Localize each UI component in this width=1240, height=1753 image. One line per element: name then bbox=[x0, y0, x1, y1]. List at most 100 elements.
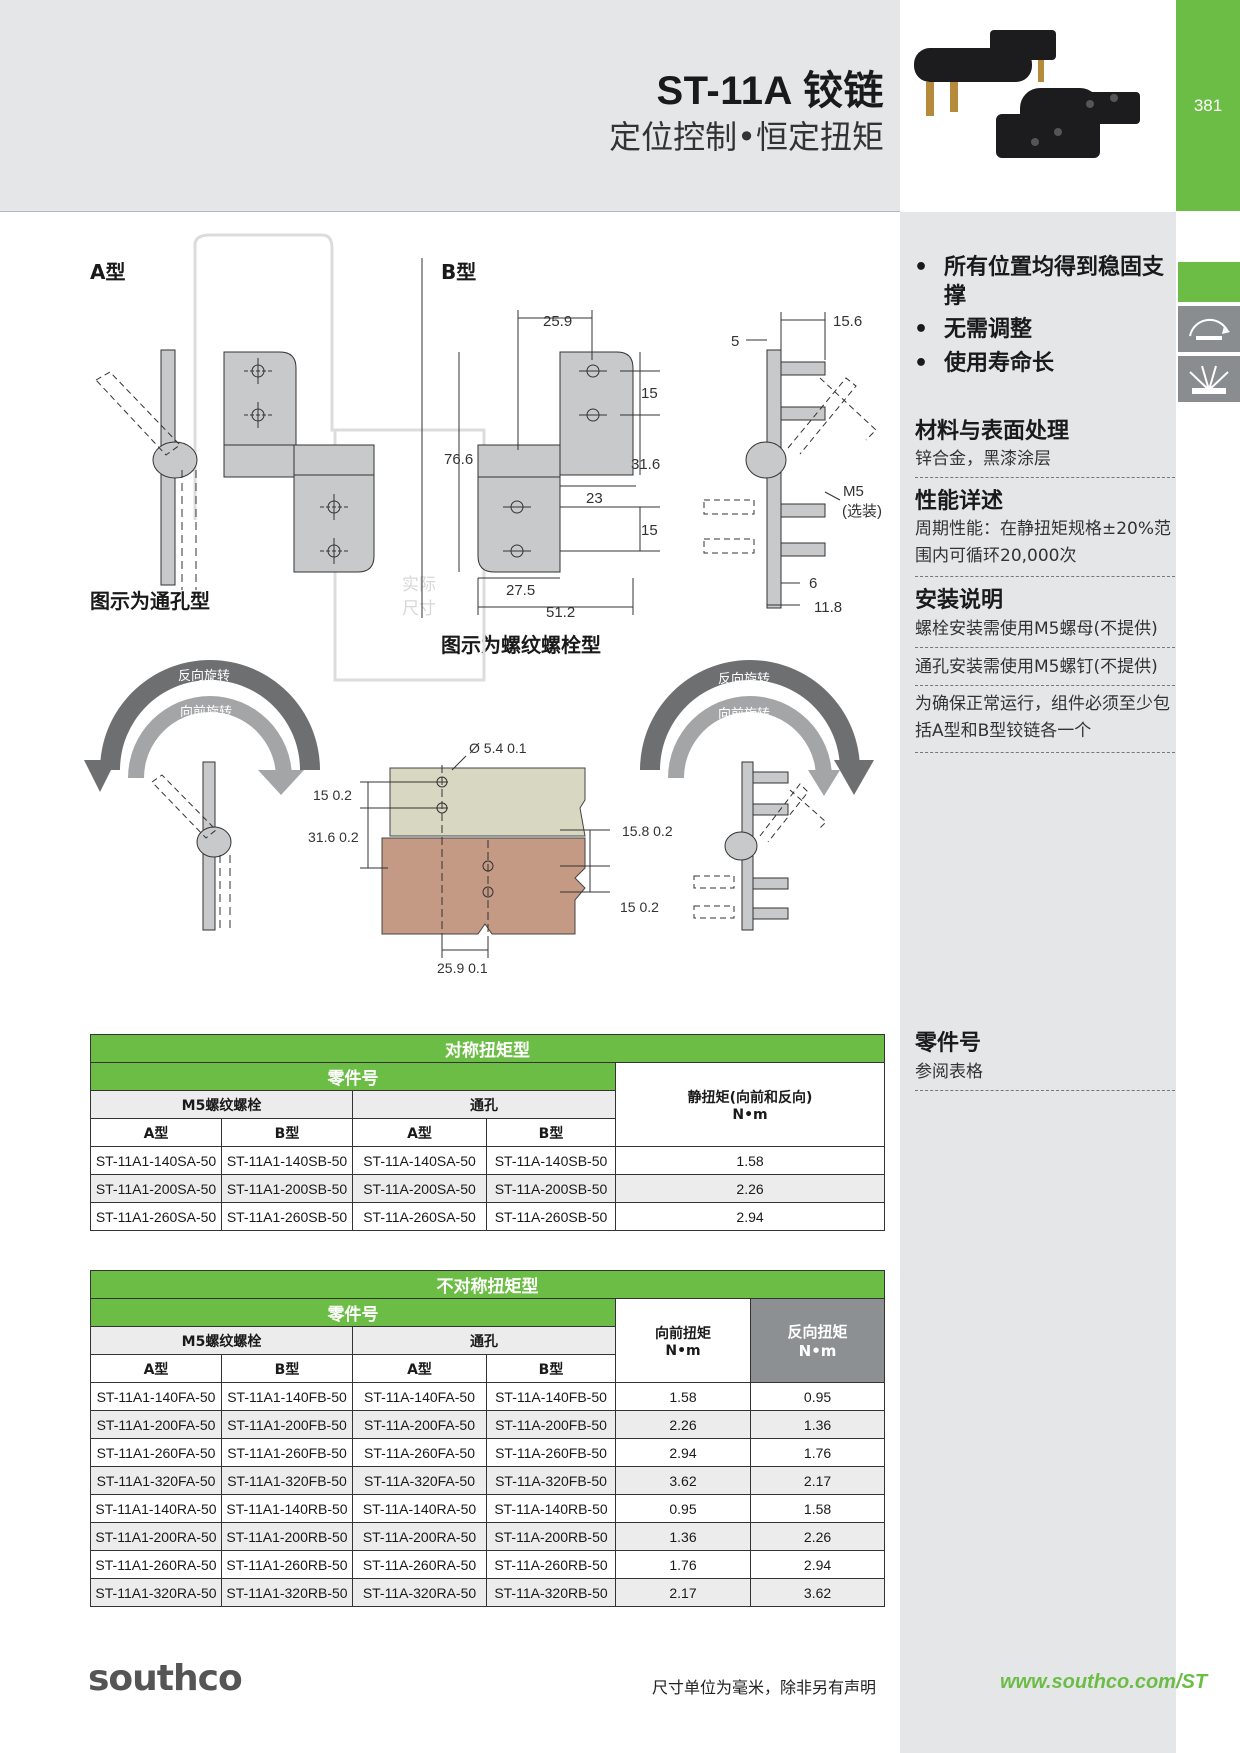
material-text: 锌合金，黑漆涂层 bbox=[915, 449, 1051, 469]
part-cell: ST-11A-200RB-50 bbox=[486, 1522, 616, 1551]
symmetric-torque-table: 对称扭矩型 零件号 静扭矩(向前和反向)N•m M5螺纹螺栓 通孔 A型 B型 … bbox=[89, 1034, 886, 1231]
dim-label: 15 bbox=[641, 522, 658, 539]
mounting-diagram: Ø 5.4 0.1 15 0.2 31.6 0.2 15.8 0.2 15 0.… bbox=[308, 740, 673, 976]
part-cell: ST-11A1-140SA-50 bbox=[90, 1146, 222, 1175]
divider bbox=[915, 647, 1175, 648]
part-cell: ST-11A-320FB-50 bbox=[486, 1466, 616, 1495]
footer-note: 尺寸单位为毫米，除非另有声明 bbox=[652, 1678, 877, 1697]
dim-label: 15 bbox=[641, 385, 658, 402]
torque-cell: 1.36 bbox=[615, 1522, 751, 1551]
dim-label: 25.9 bbox=[543, 313, 572, 330]
part-cell: ST-11A-140FB-50 bbox=[486, 1382, 616, 1411]
part-cell: ST-11A1-320RB-50 bbox=[221, 1578, 353, 1607]
col-b-header: B型 bbox=[221, 1118, 353, 1147]
thread-group-header: M5螺纹螺栓 bbox=[90, 1326, 353, 1355]
part-cell: ST-11A1-320FB-50 bbox=[221, 1466, 353, 1495]
dim-label: 23 bbox=[586, 490, 603, 507]
torque-cell: 2.94 bbox=[614, 1202, 886, 1231]
torque-cell: 2.26 bbox=[749, 1522, 886, 1551]
torque-tab[interactable] bbox=[1178, 356, 1240, 402]
part-cell: ST-11A1-260RB-50 bbox=[221, 1550, 353, 1579]
hinge-b-front-view: 25.9 15 76.6 31.6 23 15 27.5 51.2 bbox=[421, 258, 660, 621]
part-cell: ST-11A-260RB-50 bbox=[486, 1550, 616, 1579]
caption-through-hole: 图示为通孔型 bbox=[90, 589, 210, 613]
part-cell: ST-11A-200RA-50 bbox=[352, 1522, 487, 1551]
torque-cell: 3.62 bbox=[615, 1466, 751, 1495]
footer-url[interactable]: www.southco.com/ST bbox=[1000, 1671, 1208, 1693]
dim-label: 27.5 bbox=[506, 582, 535, 599]
part-cell: ST-11A1-260SB-50 bbox=[221, 1202, 353, 1231]
feature-item: •所有位置均得到稳固支撑 bbox=[914, 255, 1165, 309]
hinge-a-front-view bbox=[223, 351, 375, 573]
part-cell: ST-11A-140SB-50 bbox=[486, 1146, 616, 1175]
divider bbox=[915, 477, 1175, 478]
divider bbox=[915, 576, 1175, 577]
parts-heading: 零件号 bbox=[915, 1031, 982, 1056]
part-cell: ST-11A1-140RB-50 bbox=[221, 1494, 353, 1523]
side-panel bbox=[900, 212, 1176, 1753]
part-cell: ST-11A-260SA-50 bbox=[352, 1202, 487, 1231]
install-item: 为确保正常运行，组件必须至少包括A型和B型铰链各一个 bbox=[915, 694, 1170, 741]
part-cell: ST-11A-200FB-50 bbox=[486, 1410, 616, 1439]
hinge-photo-icon bbox=[914, 30, 1140, 158]
caption-threaded-stud: 图示为螺纹螺栓型 bbox=[441, 633, 601, 657]
part-cell: ST-11A1-200SA-50 bbox=[90, 1174, 222, 1203]
arrow-reverse-label: 反向旋转 bbox=[178, 668, 230, 683]
torque-header: 静扭矩(向前和反向)N•m bbox=[614, 1062, 886, 1147]
torque-cell: 2.26 bbox=[615, 1410, 751, 1439]
page-number: 381 bbox=[1193, 96, 1223, 115]
torque-cell: 0.95 bbox=[615, 1494, 751, 1523]
page-subtitle: 定位控制•恒定扭矩 bbox=[609, 118, 884, 156]
col-b-header: B型 bbox=[486, 1354, 616, 1383]
part-cell: ST-11A-320RB-50 bbox=[486, 1578, 616, 1607]
col-b-header: B型 bbox=[221, 1354, 353, 1383]
part-cell: ST-11A-200SB-50 bbox=[486, 1174, 616, 1203]
product-photo bbox=[900, 0, 1176, 211]
install-heading: 安装说明 bbox=[915, 588, 1004, 613]
rotation-tab[interactable] bbox=[1178, 306, 1240, 352]
dim-label: 15 0.2 bbox=[313, 787, 352, 803]
torque-cell: 1.58 bbox=[615, 1382, 751, 1411]
torque-cell: 2.94 bbox=[615, 1438, 751, 1467]
page-title: ST-11A 铰链 bbox=[656, 69, 884, 113]
torque-cell: 1.58 bbox=[614, 1146, 886, 1175]
part-cell: ST-11A-260SB-50 bbox=[486, 1202, 616, 1231]
torque-cell: 1.36 bbox=[749, 1410, 886, 1439]
dim-label: (选装) bbox=[842, 503, 882, 520]
part-cell: ST-11A1-320FA-50 bbox=[90, 1466, 222, 1495]
feature-item: •无需调整 bbox=[914, 317, 1033, 342]
torque-cell: 1.76 bbox=[615, 1550, 751, 1579]
part-cell: ST-11A1-200RA-50 bbox=[90, 1522, 222, 1551]
part-cell: ST-11A1-260SA-50 bbox=[90, 1202, 222, 1231]
part-cell: ST-11A-200FA-50 bbox=[352, 1410, 487, 1439]
type-b-label: B型 bbox=[441, 260, 477, 284]
torque-cell: 1.76 bbox=[749, 1438, 886, 1467]
part-cell: ST-11A-140RA-50 bbox=[352, 1494, 487, 1523]
torque-cell: 1.58 bbox=[749, 1494, 886, 1523]
col-a-header: A型 bbox=[90, 1354, 222, 1383]
torque-cell: 2.17 bbox=[749, 1466, 886, 1495]
category-tab[interactable] bbox=[1178, 262, 1240, 302]
dim-label: 31.6 0.2 bbox=[308, 829, 359, 845]
dim-label: 5 bbox=[731, 333, 739, 350]
feature-item: •使用寿命长 bbox=[914, 351, 1055, 376]
dim-label: 51.2 bbox=[546, 604, 575, 621]
col-a-header: A型 bbox=[90, 1118, 222, 1147]
hinge-b-side-view: 15.6 5 M5 (选装) 6 11.8 bbox=[703, 312, 882, 616]
rotation-arrows-left: 反向旋转 向前旋转 bbox=[84, 660, 320, 931]
part-cell: ST-11A1-320RA-50 bbox=[90, 1578, 222, 1607]
dim-label: Ø 5.4 0.1 bbox=[469, 740, 527, 756]
part-cell: ST-11A-140FA-50 bbox=[352, 1382, 487, 1411]
table-title: 对称扭矩型 bbox=[89, 1034, 886, 1063]
dim-label: 11.8 bbox=[814, 599, 842, 616]
